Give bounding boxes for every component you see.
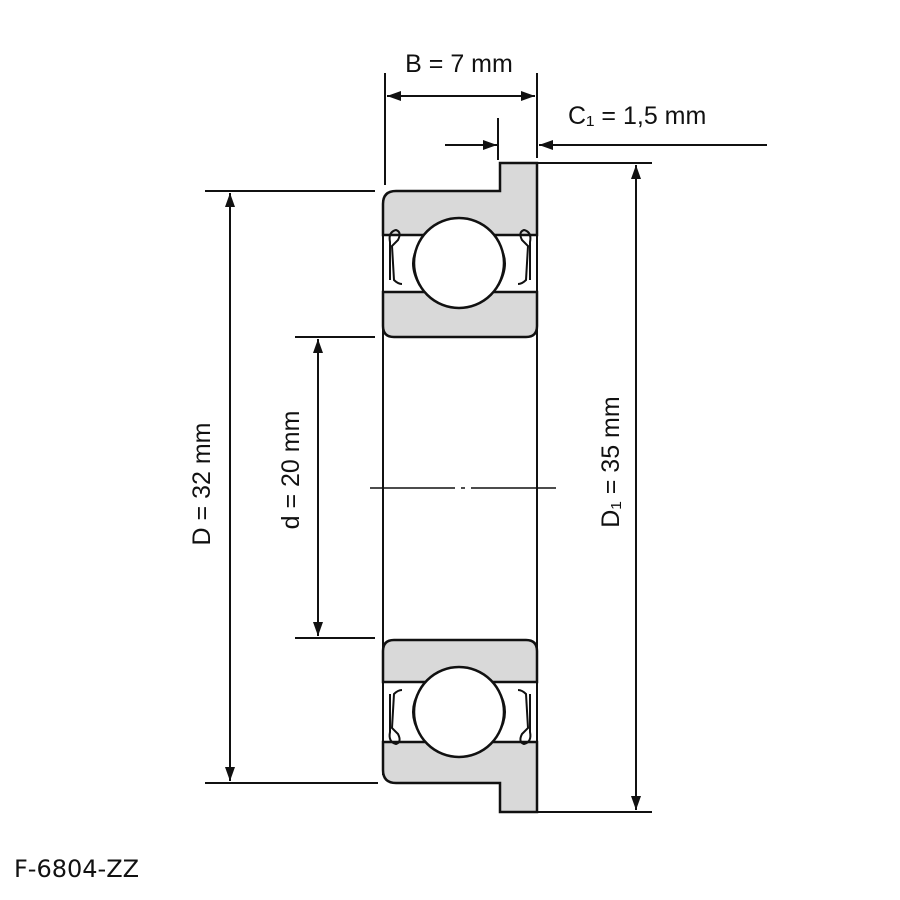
dimension-C1: C₁ = 1,5 mm bbox=[445, 102, 767, 164]
inner-ring-bottom bbox=[381, 638, 539, 684]
bearing-section bbox=[370, 161, 556, 814]
product-name: F-6804-ZZ bbox=[14, 855, 139, 883]
shield-right-bottom bbox=[517, 689, 532, 746]
dimension-D-label: D = 32 mm bbox=[188, 423, 216, 546]
dimension-d: d = 20 mm bbox=[277, 336, 375, 639]
dimension-B-label: B = 7 mm bbox=[405, 50, 513, 78]
shield-right-top bbox=[517, 228, 532, 285]
dimension-D1: D₁ = 35 mm bbox=[537, 165, 652, 813]
dimension-B: B = 7 mm bbox=[384, 50, 538, 185]
dimension-D: D = 32 mm bbox=[188, 190, 378, 784]
ball-bottom bbox=[412, 665, 506, 759]
outer-ring-bottom bbox=[381, 740, 539, 814]
shield-left-bottom bbox=[388, 689, 403, 746]
outer-ring-top bbox=[381, 161, 539, 237]
dimension-d-label: d = 20 mm bbox=[277, 411, 305, 530]
shield-left-top bbox=[388, 228, 403, 285]
inner-ring-top bbox=[381, 290, 539, 339]
ball-top bbox=[412, 216, 506, 310]
dimension-D1-label: D₁ = 35 mm bbox=[597, 396, 625, 527]
dimension-C1-label: C₁ = 1,5 mm bbox=[568, 102, 706, 130]
